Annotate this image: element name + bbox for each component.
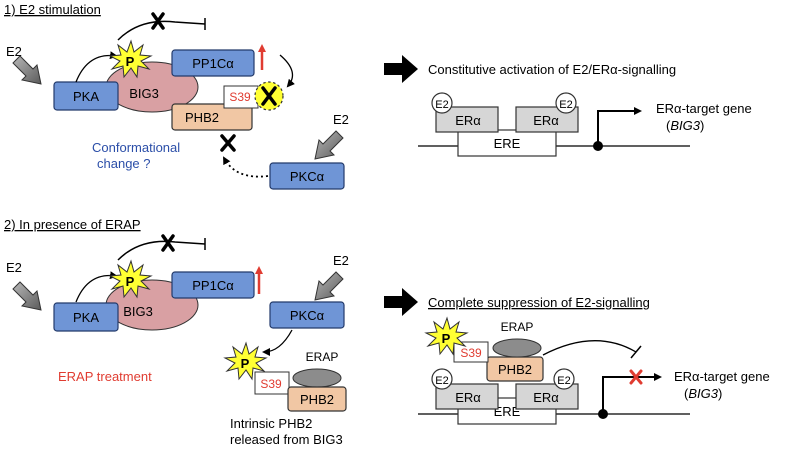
p2-intrinsic-line1: Intrinsic PHB2: [230, 416, 312, 431]
p1-pkc-dotted-arrow: [223, 156, 269, 178]
p2-target-open: (: [684, 386, 689, 401]
p2-released-p-label: P: [241, 356, 250, 371]
p1-pkc-box: [269, 162, 345, 190]
p2-released-starburst-icon: [223, 341, 268, 381]
p1-pka-box: [53, 81, 119, 111]
p2-erap-oval: [292, 368, 342, 388]
p1-er-left-label: ERα: [455, 113, 481, 128]
p2-target-line1: ERα-target gene: [674, 369, 770, 384]
p2-inhibition-line: [542, 340, 637, 356]
p2-target-gene: BIG3: [688, 386, 718, 401]
p2-right-starburst-icon: [424, 316, 469, 356]
p2-e2-circle-right-label: E2: [557, 375, 570, 387]
p2-inhibition-arc: [117, 240, 206, 261]
p1-e2-circle-right: [555, 92, 577, 114]
p1-pka-label: PKA: [73, 89, 99, 104]
p2-right-erap-label: ERAP: [501, 320, 534, 334]
p1-target-open: (: [666, 118, 671, 133]
p2-er-right-label: ERα: [533, 390, 559, 405]
p2-ere-label: ERE: [494, 404, 521, 419]
p2-treatment-label: ERAP treatment: [58, 369, 152, 384]
p2-er-left-label: ERα: [455, 390, 481, 405]
p1-pp1c-box: [171, 49, 255, 77]
p2-pp1c-box: [171, 271, 255, 299]
p2-right-s39-label: S39: [460, 346, 482, 360]
p1-target-line2: (BIG3): [666, 118, 704, 133]
p2-e2-circle-left-label: E2: [435, 375, 448, 387]
p1-dephospho-x-icon: [261, 86, 277, 106]
p2-s39-box: [254, 371, 290, 395]
p2-e2-right-arrow-icon: [314, 271, 344, 301]
p1-e2-circle-right-label: E2: [559, 99, 572, 111]
p2-e2-right-label: E2: [333, 253, 349, 268]
p2-erap-label: ERAP: [306, 350, 339, 364]
p2-pka-box: [53, 302, 119, 332]
p2-target-line2: (BIG3): [684, 386, 722, 401]
p2-target-close: ): [718, 386, 722, 401]
p2-s39-label: S39: [260, 377, 282, 391]
p1-pkc-block-x-icon: [220, 134, 236, 152]
p1-s39-label: S39: [229, 90, 251, 104]
p1-e2-left-arrow-icon: [12, 55, 42, 85]
p2-transcription-arrow: [602, 373, 662, 414]
p2-e2-circle-right: [553, 368, 575, 390]
p2-block-x-icon: [161, 234, 175, 252]
p2-right-p-label: P: [442, 331, 451, 346]
p2-p-label: P: [126, 274, 135, 289]
p2-pkc-box: [269, 301, 345, 329]
p1-pp1c-label: PP1Cα: [192, 56, 234, 71]
p1-ere-label: ERE: [494, 136, 521, 151]
p1-result-arrow-icon: [384, 55, 418, 83]
p1-phb2-box: [171, 103, 253, 131]
p2-transcription-block-x-icon: [629, 369, 643, 385]
p1-block-x-icon: [151, 12, 165, 30]
p1-p-label: P: [126, 54, 135, 69]
p1-target-close: ): [700, 118, 704, 133]
p2-pka-label: PKA: [73, 310, 99, 325]
p2-pkc-label: PKCα: [290, 308, 325, 323]
p1-er-right-label: ERα: [533, 113, 559, 128]
p1-pkc-label: PKCα: [290, 169, 325, 184]
p1-ere-box: [457, 129, 557, 157]
p2-intrinsic-line2: released from BIG3: [230, 432, 343, 447]
p1-transcription-arrow: [597, 107, 642, 146]
p1-phb2-label: PHB2: [185, 110, 219, 125]
p1-conformational-line1: Conformational: [92, 140, 180, 155]
p1-target-gene: BIG3: [670, 118, 700, 133]
p1-e2-right-label: E2: [333, 112, 349, 127]
p1-inhibition-arc: [117, 20, 206, 41]
panel1-heading: 1) E2 stimulation: [4, 2, 101, 17]
p2-result-arrow-icon: [384, 288, 418, 316]
p1-phospho-starburst-icon: [108, 39, 153, 79]
p1-target-line1: ERα-target gene: [656, 101, 752, 116]
p1-e2-circle-left-label: E2: [435, 99, 448, 111]
p1-conformational-line2: change ?: [97, 156, 151, 171]
p2-pkc-to-p-arrow: [262, 329, 293, 356]
p2-right-erap-oval: [492, 338, 542, 358]
p2-phb2-box: [287, 386, 347, 412]
p2-big3-label: BIG3: [123, 304, 153, 319]
p2-phb2-label: PHB2: [300, 392, 334, 407]
p2-right-phb2-label: PHB2: [498, 362, 532, 377]
panel2-heading: 2) In presence of ERAP: [4, 217, 141, 232]
p2-phospho-starburst-icon: [108, 259, 153, 299]
p2-inhibition-end-bar: [630, 345, 642, 359]
p1-e2-left-label: E2: [6, 44, 22, 59]
p2-e2-left-arrow-icon: [12, 281, 42, 311]
p1-result-text: Constitutive activation of E2/ERα-signal…: [428, 62, 676, 77]
p2-pp1c-label: PP1Cα: [192, 278, 234, 293]
p2-e2-circle-left: [431, 368, 453, 390]
p1-e2-right-arrow-icon: [314, 130, 344, 160]
p1-e2-circle-left: [431, 92, 453, 114]
p2-result-text: Complete suppression of E2-signalling: [428, 295, 650, 310]
p1-pp1c-to-s39-arrow: [279, 54, 295, 88]
p2-right-s39-box: [453, 341, 489, 363]
p2-e2-left-label: E2: [6, 260, 22, 275]
p1-big3-label: BIG3: [129, 86, 159, 101]
